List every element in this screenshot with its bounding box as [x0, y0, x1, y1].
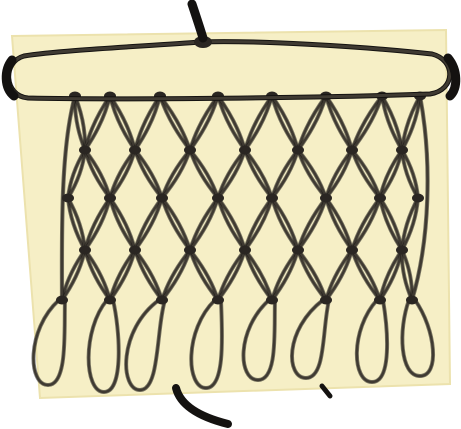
knot	[266, 194, 278, 203]
left-loop-end	[6, 60, 14, 96]
knot	[239, 146, 251, 155]
knot	[79, 246, 91, 255]
knot	[184, 146, 196, 155]
knot	[412, 194, 424, 203]
knot	[374, 296, 386, 305]
knot	[212, 296, 224, 305]
knot	[239, 246, 251, 255]
knot	[56, 296, 68, 305]
knot	[212, 194, 224, 203]
knot	[320, 194, 332, 203]
knot	[346, 146, 358, 155]
knot	[292, 246, 304, 255]
knot	[374, 194, 386, 203]
knot	[320, 296, 332, 305]
knot	[396, 146, 408, 155]
knot	[104, 194, 116, 203]
knot	[292, 146, 304, 155]
knot	[129, 146, 141, 155]
knot	[79, 146, 91, 155]
knot	[156, 194, 168, 203]
knot	[104, 296, 116, 305]
knot	[396, 246, 408, 255]
knot	[184, 246, 196, 255]
knot	[406, 296, 418, 305]
knot	[129, 246, 141, 255]
knot	[266, 296, 278, 305]
knot	[346, 246, 358, 255]
knot	[156, 296, 168, 305]
knot	[62, 194, 74, 203]
